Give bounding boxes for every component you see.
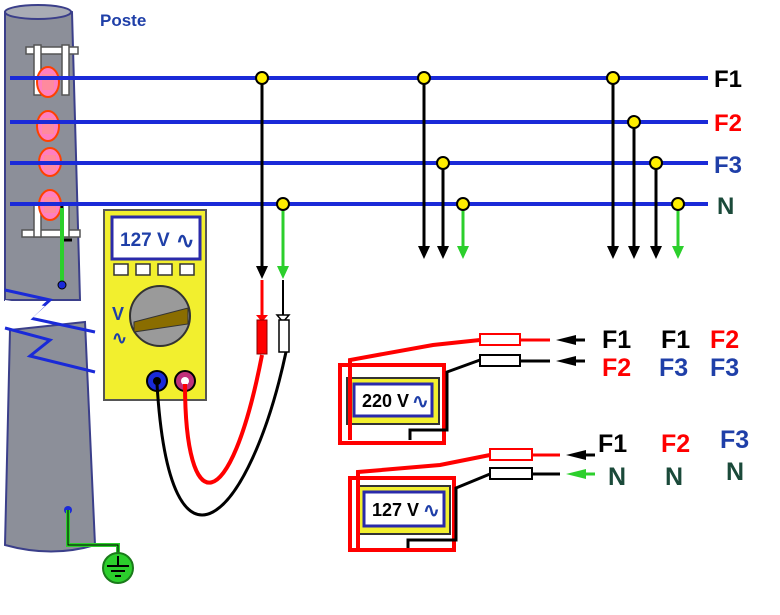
ground-rod bbox=[64, 506, 134, 584]
multimeter-leads bbox=[155, 351, 288, 517]
distribution-lines bbox=[10, 76, 708, 206]
crossarm-top bbox=[25, 44, 79, 96]
line-label-f3: F3 bbox=[714, 152, 742, 179]
drops-group-3 bbox=[606, 71, 685, 259]
dial-pointer bbox=[133, 307, 189, 333]
pole-title: Poste bbox=[100, 11, 146, 30]
combo-220-top-1: F1 bbox=[602, 326, 631, 354]
arrow-left-icon bbox=[566, 469, 586, 479]
red-lead bbox=[183, 354, 264, 485]
combos-127: F1 F2 F3 N N N bbox=[598, 426, 749, 491]
dial-ac-icon: ∿ bbox=[112, 328, 127, 348]
meter-127-ac-icon: ∿ bbox=[423, 500, 440, 522]
combos-220: F1 F1 F2 F2 F3 F3 bbox=[602, 326, 739, 382]
combo-220-top-2: F1 bbox=[661, 326, 690, 354]
red-probe[interactable] bbox=[256, 280, 268, 355]
arrow-left-icon bbox=[556, 356, 576, 366]
combo-220-top-3: F2 bbox=[710, 326, 739, 354]
ac-wave-icon: ∿ bbox=[176, 228, 194, 253]
meter-220-ac-icon: ∿ bbox=[412, 391, 429, 413]
dial-volt-label: V bbox=[112, 304, 124, 324]
pole-lower-section bbox=[3, 320, 97, 553]
meter-127: 127 V ∿ bbox=[348, 448, 595, 552]
insulator-f2 bbox=[36, 110, 60, 142]
combo-127-bottom-2: N bbox=[665, 463, 683, 491]
multimeter-display bbox=[110, 215, 202, 261]
meter-127-reading: 127 V bbox=[372, 500, 419, 520]
combo-127-top-1: F1 bbox=[598, 430, 627, 458]
insulator-f1 bbox=[36, 66, 60, 98]
combo-127-top-2: F2 bbox=[661, 430, 690, 458]
multimeter-reading: 127 V bbox=[120, 230, 170, 251]
ground-symbol-icon bbox=[102, 552, 134, 584]
line-label-f1: F1 bbox=[714, 66, 742, 93]
combo-127-bottom-3: N bbox=[726, 458, 744, 486]
combo-220-bottom-2: F3 bbox=[659, 354, 688, 382]
line-label-n: N bbox=[717, 193, 734, 220]
arrow-left-icon bbox=[566, 450, 586, 460]
multimeter-buttons bbox=[113, 263, 195, 276]
pole-break-lower bbox=[4, 326, 96, 374]
meter-220: 220 V ∿ bbox=[338, 333, 585, 445]
combo-127-top-3: F3 bbox=[720, 426, 749, 454]
meter-220-display bbox=[352, 382, 434, 418]
meter-127-display bbox=[362, 490, 446, 528]
arrow-left-icon bbox=[556, 335, 576, 345]
drops-group-2 bbox=[417, 71, 470, 259]
combo-220-bottom-3: F3 bbox=[710, 354, 739, 382]
pole-break-gap bbox=[5, 300, 45, 322]
pole-top bbox=[4, 4, 72, 20]
multimeter: 127 V ∿ V ∿ bbox=[103, 209, 207, 401]
black-lead bbox=[155, 351, 288, 517]
combo-127-bottom-1: N bbox=[608, 463, 626, 491]
combo-220-bottom-1: F2 bbox=[602, 354, 631, 382]
drops-meter bbox=[255, 71, 290, 279]
meter-220-reading: 220 V bbox=[362, 391, 409, 411]
line-label-f2: F2 bbox=[714, 110, 742, 137]
black-probe[interactable] bbox=[275, 280, 291, 353]
pole-neutral-ground bbox=[57, 205, 72, 290]
